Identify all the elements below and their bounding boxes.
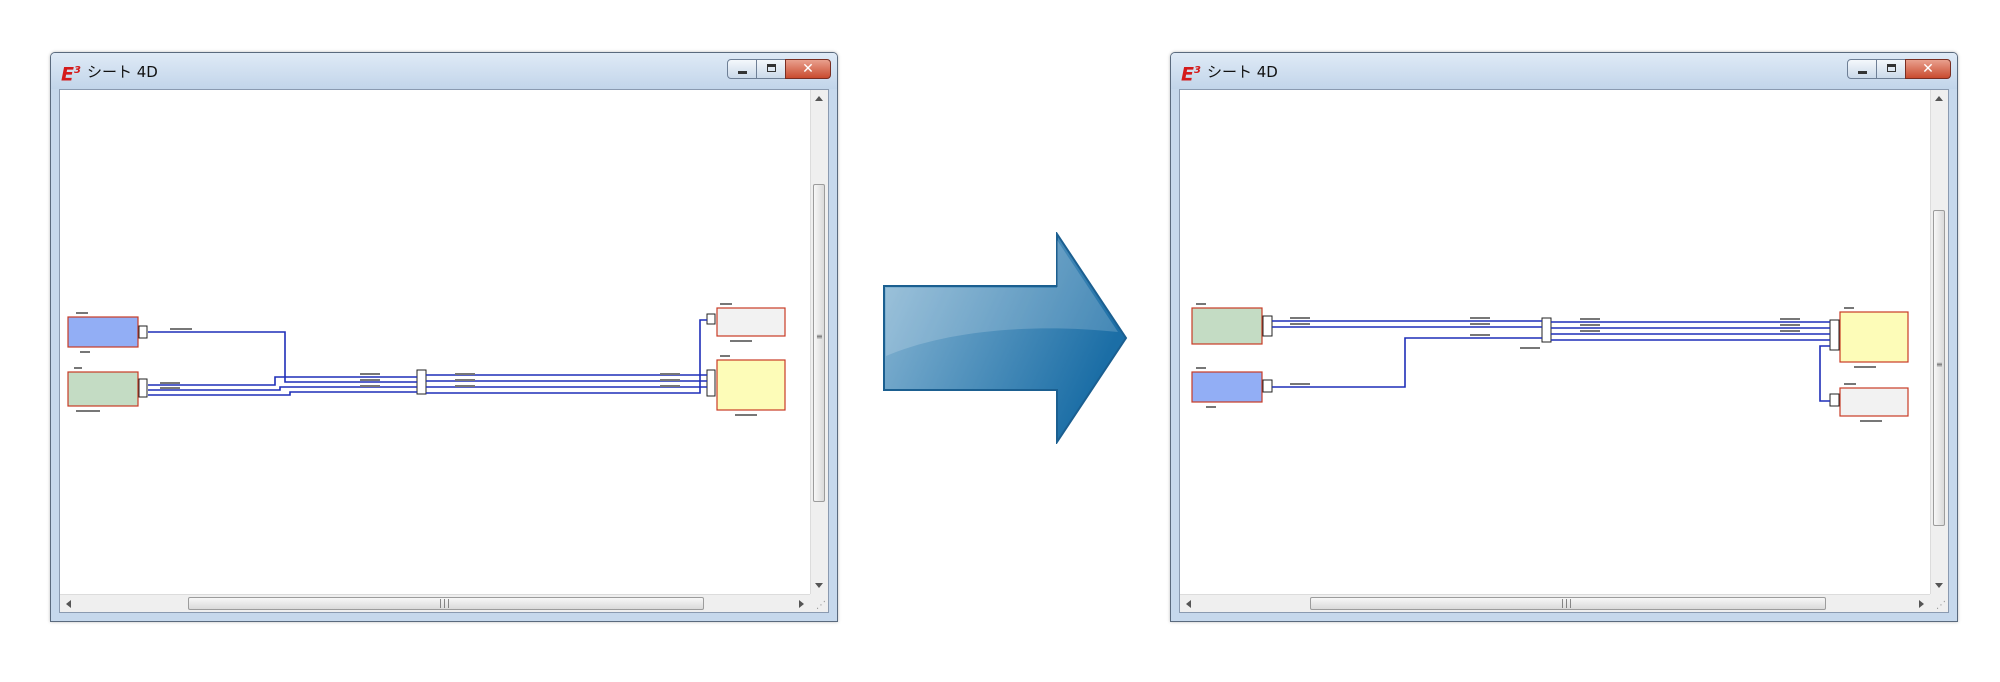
window-after: E3 シート 4D ✕ <box>1170 52 1958 622</box>
connector-icon <box>706 313 716 325</box>
horizontal-scrollbar[interactable]: ||| <box>1180 594 1930 612</box>
window-controls: ✕ <box>727 59 831 79</box>
window-before: E3 シート 4D ✕ <box>50 52 838 622</box>
horizontal-scroll-thumb[interactable]: ||| <box>188 597 704 610</box>
resize-grip-icon: ⋰ <box>816 600 826 611</box>
right-arrow-icon <box>883 232 1128 444</box>
controller-block[interactable] <box>67 371 139 407</box>
controller-block[interactable] <box>1191 307 1263 345</box>
scroll-left-icon[interactable] <box>66 600 71 608</box>
splice-icon <box>416 369 427 395</box>
close-icon: ✕ <box>1922 61 1934 77</box>
scroll-up-icon[interactable] <box>1935 96 1943 101</box>
title-bar[interactable]: E3 シート 4D ✕ <box>1171 53 1957 89</box>
sheet-canvas[interactable]: ≡ ||| ⋰ <box>1179 89 1949 613</box>
connector-icon <box>1262 379 1273 393</box>
switch-block[interactable] <box>1191 371 1263 403</box>
e3-logo-icon: E3 <box>1181 63 1201 86</box>
vertical-scroll-thumb[interactable]: ≡ <box>1933 210 1945 526</box>
connector-icon <box>706 369 716 397</box>
grip-icon: ||| <box>439 599 452 609</box>
maximize-button[interactable] <box>1876 59 1906 79</box>
vertical-scrollbar[interactable]: ≡ <box>810 90 828 594</box>
minimize-icon <box>1858 71 1867 74</box>
maximize-icon <box>1887 64 1896 72</box>
minimize-button[interactable] <box>1847 59 1877 79</box>
horizontal-scroll-thumb[interactable]: ||| <box>1310 597 1826 610</box>
vertical-scrollbar[interactable]: ≡ <box>1930 90 1948 594</box>
scroll-left-icon[interactable] <box>1186 600 1191 608</box>
connector-icon <box>138 378 148 398</box>
title-bar[interactable]: E3 シート 4D ✕ <box>51 53 837 89</box>
grip-icon: ≡ <box>816 332 823 341</box>
minimize-button[interactable] <box>727 59 757 79</box>
relay-block[interactable] <box>1839 311 1909 363</box>
maximize-icon <box>767 64 776 72</box>
solenoid-block[interactable] <box>716 307 786 337</box>
wire-bundle <box>1272 320 1830 402</box>
window-title: シート 4D <box>87 63 158 81</box>
minimize-icon <box>738 71 747 74</box>
close-button[interactable]: ✕ <box>1905 59 1951 79</box>
grip-icon: ≡ <box>1936 360 1943 369</box>
maximize-button[interactable] <box>756 59 786 79</box>
solenoid-block[interactable] <box>1839 387 1909 417</box>
wire-labels <box>1196 303 1882 422</box>
window-controls: ✕ <box>1847 59 1951 79</box>
resize-grip-icon: ⋰ <box>1936 600 1946 611</box>
vertical-scroll-thumb[interactable]: ≡ <box>813 184 825 502</box>
scroll-down-icon[interactable] <box>1935 583 1943 588</box>
connector-icon <box>138 325 148 339</box>
connector-icon <box>1262 315 1273 337</box>
switch-block[interactable] <box>67 316 139 348</box>
scroll-up-icon[interactable] <box>815 96 823 101</box>
e3-logo-icon: E3 <box>61 63 81 86</box>
close-button[interactable]: ✕ <box>785 59 831 79</box>
schematic-diagram[interactable] <box>60 90 810 596</box>
relay-block[interactable] <box>716 359 786 411</box>
wire-bundle <box>148 319 707 396</box>
connector-icon <box>1829 393 1840 407</box>
grip-icon: ||| <box>1561 599 1574 609</box>
wire-labels <box>74 303 757 416</box>
window-title: シート 4D <box>1207 63 1278 81</box>
close-icon: ✕ <box>802 61 814 77</box>
scroll-right-icon[interactable] <box>799 600 804 608</box>
sheet-canvas[interactable]: ≡ ||| ⋰ <box>59 89 829 613</box>
horizontal-scrollbar[interactable]: ||| <box>60 594 810 612</box>
connector-icon <box>1829 319 1840 351</box>
splice-icon <box>1541 317 1552 343</box>
resize-grip[interactable]: ⋰ <box>810 594 828 612</box>
scroll-right-icon[interactable] <box>1919 600 1924 608</box>
scroll-down-icon[interactable] <box>815 583 823 588</box>
schematic-diagram[interactable] <box>1180 90 1930 596</box>
resize-grip[interactable]: ⋰ <box>1930 594 1948 612</box>
